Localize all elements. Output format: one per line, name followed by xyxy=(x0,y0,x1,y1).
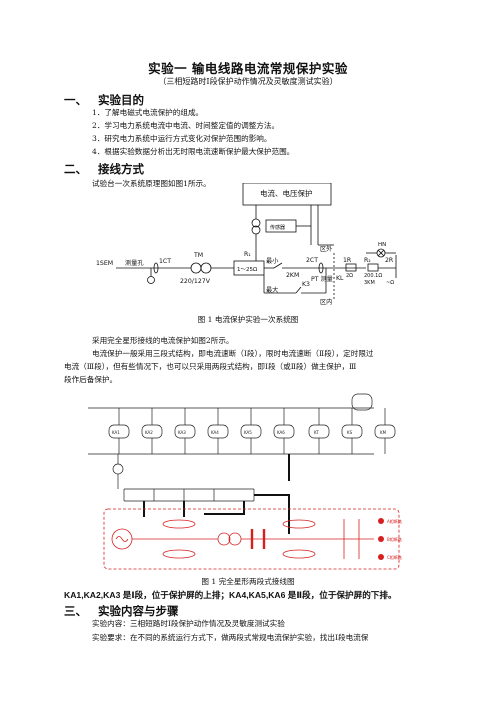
side-label-c: C相断路 xyxy=(387,554,402,560)
para-wiring: 采用完全星形接线的电流保护如图2所示。 xyxy=(92,336,234,345)
section-heading-objectives: 一、实验目的 xyxy=(64,92,144,108)
relay-label-ka6: KA6 xyxy=(277,430,285,435)
para-protection-line1: 电流保护一般采用三段式结构，即电流速断（Ⅰ段），限时电流速断（Ⅱ段），定时限过 xyxy=(92,349,374,358)
figure-1-caption: 图 1 电流保护实验一次系统图 xyxy=(197,315,299,324)
ammeter-symbol xyxy=(112,463,124,475)
side-label-a: A相断路 xyxy=(387,518,402,524)
section-heading-content: 三、实验内容与步骤 xyxy=(64,603,179,619)
relay-label-ka4: KA4 xyxy=(211,430,219,435)
relay-note: KA1,KA2,KA3 是Ⅰ段，位于保护屏的上排；KA4,KA5,KA6 是Ⅱ段… xyxy=(64,590,397,600)
section-number: 一、 xyxy=(64,93,87,107)
label-ct-hole: 测量孔 xyxy=(125,259,144,267)
label-3km: 3KM xyxy=(364,280,375,286)
label-hn: HN xyxy=(378,242,386,248)
label-area-out: 区外 xyxy=(320,245,332,253)
protection-box-label: 电流、电压保护 xyxy=(260,188,313,198)
label-qs1: 1SEM xyxy=(96,260,113,267)
label-k3: K3 xyxy=(302,281,310,288)
label-2km: 2KM xyxy=(286,272,299,279)
label-tm: TM xyxy=(193,252,203,259)
objective-item: 3．研究电力系统中运行方式变化对保护范围的影响。 xyxy=(92,134,272,143)
transformer-symbol xyxy=(190,262,202,274)
protection-box xyxy=(242,183,332,206)
relay-label-kt: KT xyxy=(314,430,319,435)
figure-2-caption: 图 1 完全星形两段式接线图 xyxy=(201,577,295,586)
relay-label-ka2: KA2 xyxy=(145,430,153,435)
para-protection-line2: 电流（Ⅲ段），但有些情况下，也可以只采用两段式结构，即Ⅰ段（或Ⅱ段）做主保护，Ⅲ xyxy=(64,362,357,371)
pt-symbol xyxy=(251,218,261,228)
label-kl: KL xyxy=(336,275,344,282)
label-voltage: 220/127V xyxy=(180,278,211,285)
section-title: 实验内容与步骤 xyxy=(98,604,179,618)
relay-top xyxy=(351,393,373,411)
relay-label-km: KM xyxy=(380,430,387,435)
figure-1-diagram: 电流、电压保护 传感器 1SEM 1CT 测量孔 TM 220/127V R₁ … xyxy=(96,183,397,306)
section-number: 二、 xyxy=(64,162,87,176)
section-number: 三、 xyxy=(64,604,87,618)
relay-label-ks: KS xyxy=(347,430,353,435)
relay-label-ka3: KA3 xyxy=(178,430,186,435)
sensor-label: 传感器 xyxy=(270,224,285,231)
objective-item: 4．根据实验数据分析出无时限电流速断保护最大保护范围。 xyxy=(92,147,295,156)
content-line: 实验内容：三相短路时Ⅰ段保护动作情况及灵敏度测试实验 xyxy=(92,619,285,628)
label-rs-range: 1～25Ω xyxy=(237,267,257,273)
label-2ct: 2CT xyxy=(306,257,318,264)
label-min: 最小 xyxy=(266,257,279,265)
label-gnd: ~Ω xyxy=(386,280,394,286)
section-title: 接线方式 xyxy=(98,162,144,176)
label-r-val1: 2Ω xyxy=(346,273,353,279)
objective-item: 1．了解电磁式电流保护的组成。 xyxy=(92,108,204,117)
label-pt: PT 测量 xyxy=(311,275,333,283)
page-subtitle: （三相短路时Ⅰ段保护动作情况及灵敏度测试实验） xyxy=(158,77,338,86)
label-1r: 1R xyxy=(343,257,352,264)
para-protection-line3: 段作后备保护。 xyxy=(64,375,118,384)
status-lamps xyxy=(378,518,384,560)
label-2r: 2R xyxy=(385,257,394,264)
section-heading-wiring: 二、接线方式 xyxy=(64,161,144,177)
objective-item: 2．学习电力系统电流中电流、时间整定值的调整方法。 xyxy=(92,121,280,130)
page-title: 实验一 输电线路电流常规保护实验 xyxy=(148,61,348,76)
label-area-in: 区内 xyxy=(320,298,332,306)
label-ct1: 1CT xyxy=(159,258,171,265)
wiring-intro: 试验台一次系统原理图如图1所示。 xyxy=(92,179,211,188)
label-r2: R₂ xyxy=(364,257,371,264)
label-r-val2: 200.1Ω xyxy=(364,273,382,279)
side-label-b: B相断路 xyxy=(387,536,402,542)
section-title: 实验目的 xyxy=(98,93,144,107)
relay-label-ka1: KA1 xyxy=(112,430,120,435)
label-rs: R₁ xyxy=(244,251,251,258)
figure-2-diagram: KA1 KA2 KA3 KA4 KA5 KA6 KT KS KM A相断路 B相… xyxy=(88,393,402,570)
relay-label-ka5: KA5 xyxy=(244,430,252,435)
requirement-line: 实验要求：在不同的系统运行方式下，做两段式常规电流保护实验，找出Ⅰ段电流保 xyxy=(92,633,369,642)
label-max: 最大 xyxy=(266,286,278,294)
